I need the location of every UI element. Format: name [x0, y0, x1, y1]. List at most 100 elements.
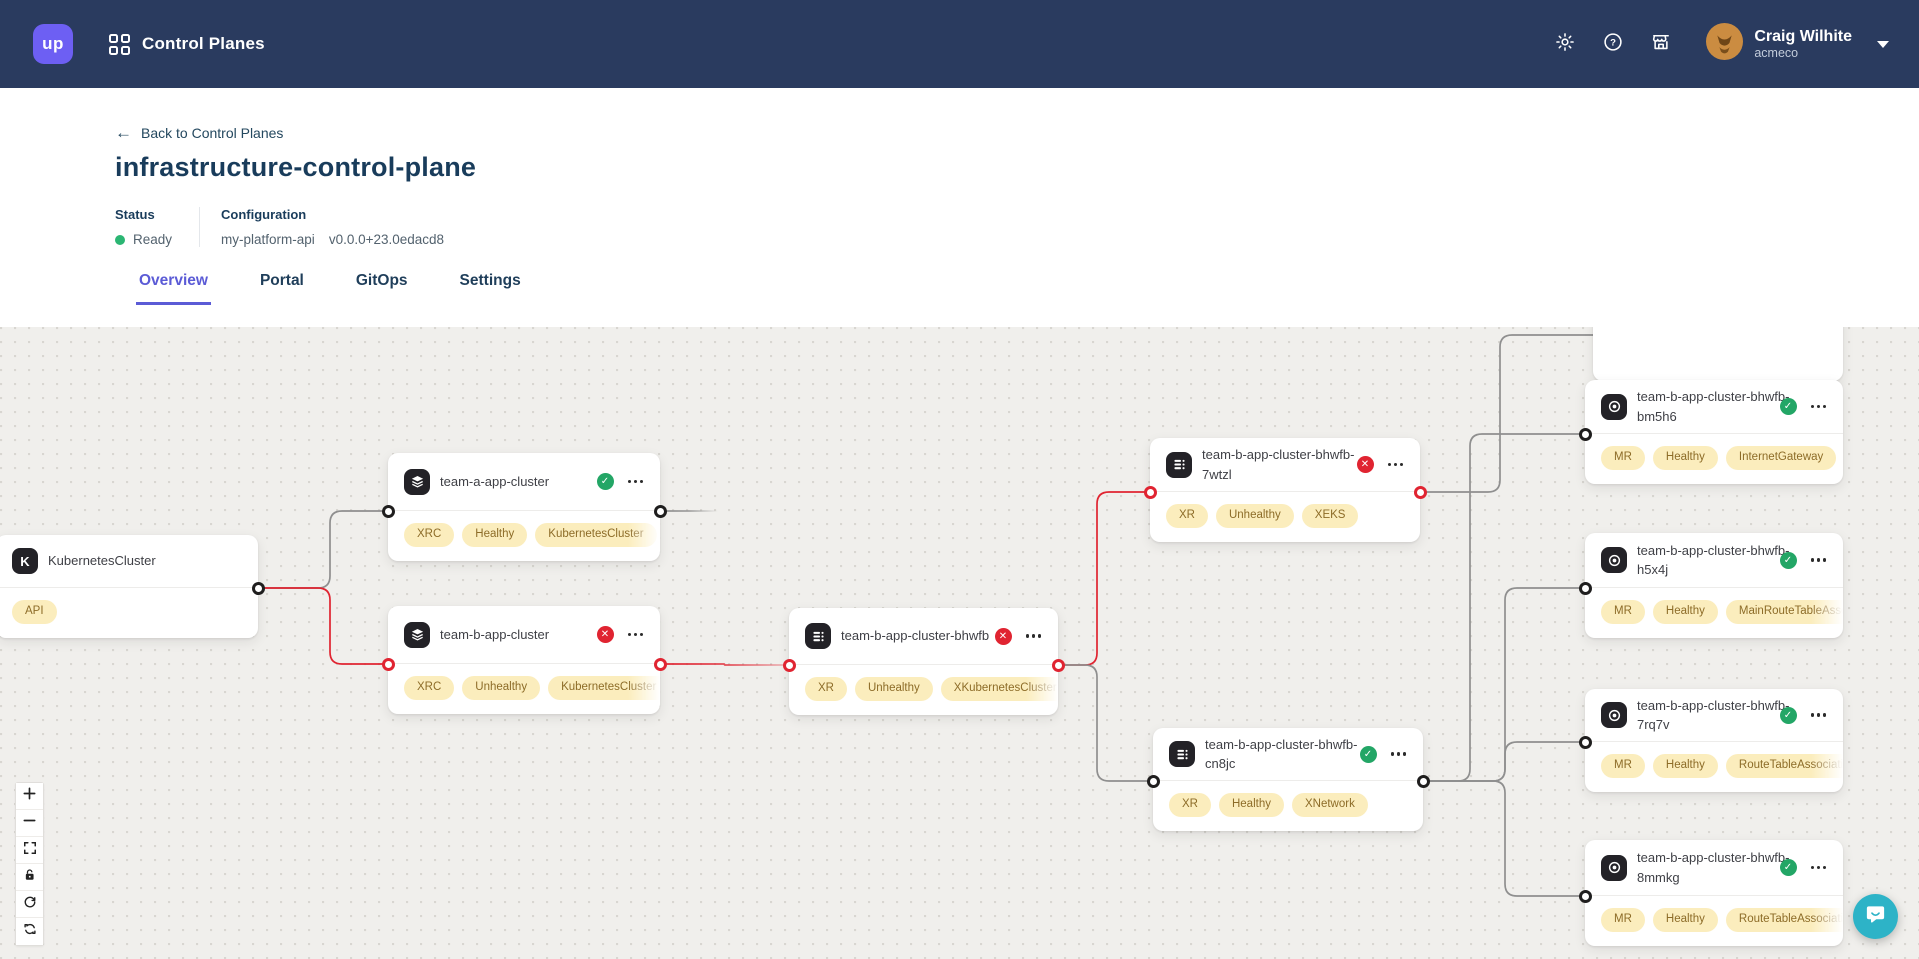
- meta-divider: [199, 207, 201, 247]
- badge: MR: [1601, 600, 1645, 624]
- badge: XNetwork: [1291, 793, 1368, 817]
- node-menu-button[interactable]: [1810, 861, 1828, 875]
- healthy-status-icon: ✓: [1779, 859, 1797, 876]
- right-connection-handle[interactable]: [653, 657, 667, 671]
- layers-icon: [404, 621, 430, 648]
- ready-status-dot: [115, 234, 125, 245]
- left-connection-handle[interactable]: [1143, 485, 1157, 499]
- edge-k8s-team-a: [257, 510, 389, 589]
- right-connection-handle[interactable]: [1051, 658, 1065, 672]
- tab-portal[interactable]: Portal: [259, 272, 304, 289]
- node-ptop[interactable]: [1593, 327, 1843, 381]
- node-menu-button[interactable]: [627, 628, 645, 642]
- badge: InternetGateway: [1725, 446, 1837, 470]
- back-link[interactable]: ← Back to Control Planes: [115, 124, 283, 141]
- nav-title: Control Planes: [142, 34, 265, 53]
- right-connection-handle[interactable]: [1413, 485, 1427, 499]
- user-menu[interactable]: Craig Wilhite acmeco: [1706, 23, 1889, 65]
- badge: XRC: [404, 523, 455, 547]
- node-menu-button[interactable]: [627, 475, 645, 489]
- fit-view-icon: [23, 841, 37, 860]
- node-badges: MRHealthyMainRouteTableAssociation: [1585, 588, 1843, 638]
- tab-settings[interactable]: Settings: [459, 272, 521, 289]
- edge-cn8jc-mmkg: [1422, 780, 1586, 897]
- node-badges: API: [0, 588, 258, 638]
- node-title: team-b-app-cluster-bhwfb: [841, 628, 990, 644]
- badge: XKubernetesCluster: [940, 677, 1058, 701]
- chat-launcher-button[interactable]: [1853, 894, 1898, 939]
- badge: Healthy: [1652, 446, 1718, 470]
- configuration-name[interactable]: my-platform-api: [221, 232, 315, 247]
- node-menu-button[interactable]: [1810, 708, 1828, 722]
- top-navbar: up Control Planes ? Craig Wilhite acmeco: [0, 0, 1919, 88]
- left-connection-handle[interactable]: [381, 504, 395, 518]
- node-title: team-b-app-cluster-bhwfb- 7wtzl: [1202, 447, 1355, 482]
- left-connection-handle[interactable]: [1146, 774, 1160, 788]
- nav-control-planes[interactable]: Control Planes: [109, 33, 265, 55]
- lock-icon: [23, 868, 36, 886]
- upbound-logo[interactable]: up: [33, 24, 73, 64]
- error-status-icon: ✕: [596, 626, 614, 643]
- left-connection-handle[interactable]: [1578, 889, 1592, 903]
- grid-icon: [109, 33, 130, 55]
- edge-cn8jc-rq7v: [1422, 741, 1586, 782]
- tab-overview[interactable]: Overview: [136, 272, 211, 305]
- chat-icon: [1864, 903, 1887, 931]
- configuration-block: Configuration my-platform-api v0.0.0+23.…: [221, 207, 444, 247]
- left-connection-handle[interactable]: [1578, 735, 1592, 749]
- fit-view-button[interactable]: [16, 837, 43, 864]
- page-title: infrastructure-control-plane: [115, 152, 477, 182]
- lock-button[interactable]: [16, 864, 43, 891]
- left-connection-handle[interactable]: [381, 657, 395, 671]
- kubernetes-icon: K: [12, 548, 38, 574]
- rotate-button[interactable]: [16, 891, 43, 918]
- right-connection-handle[interactable]: [251, 581, 265, 595]
- badge: Unhealthy: [854, 677, 933, 701]
- badge: Healthy: [462, 523, 528, 547]
- node-menu-button[interactable]: [1387, 458, 1405, 472]
- zoom-out-button[interactable]: [16, 810, 43, 837]
- right-connection-handle[interactable]: [1416, 774, 1430, 788]
- help-button[interactable]: ?: [1592, 23, 1634, 65]
- back-link-label: Back to Control Planes: [141, 124, 284, 141]
- node-menu-button[interactable]: [1025, 629, 1043, 643]
- sync-button[interactable]: [16, 918, 43, 945]
- node-menu-button[interactable]: [1390, 747, 1408, 761]
- node-menu-button[interactable]: [1810, 553, 1828, 567]
- badge: API: [12, 600, 57, 624]
- target-icon: [1601, 702, 1627, 728]
- node-menu-button[interactable]: [1810, 400, 1828, 414]
- right-connection-handle[interactable]: [653, 504, 667, 518]
- node-title: team-b-app-cluster-bhwfb- bm5h6: [1637, 389, 1790, 424]
- sync-icon: [23, 922, 37, 941]
- settings-button[interactable]: [1544, 23, 1586, 65]
- healthy-status-icon: ✓: [1779, 551, 1797, 569]
- left-connection-handle[interactable]: [1578, 427, 1592, 441]
- node-title: KubernetesCluster: [48, 553, 156, 569]
- marketplace-button[interactable]: [1640, 23, 1682, 65]
- left-connection-handle[interactable]: [1578, 581, 1592, 595]
- edge-team-b-bhwfb: [659, 663, 790, 666]
- zoom-in-button[interactable]: [16, 783, 43, 810]
- healthy-status-icon: ✓: [596, 473, 614, 490]
- badge: Healthy: [1652, 600, 1718, 624]
- tab-gitops[interactable]: GitOps: [355, 272, 408, 289]
- left-connection-handle[interactable]: [782, 658, 796, 672]
- target-icon: [1601, 854, 1627, 881]
- node-title: team-a-app-cluster: [440, 473, 550, 489]
